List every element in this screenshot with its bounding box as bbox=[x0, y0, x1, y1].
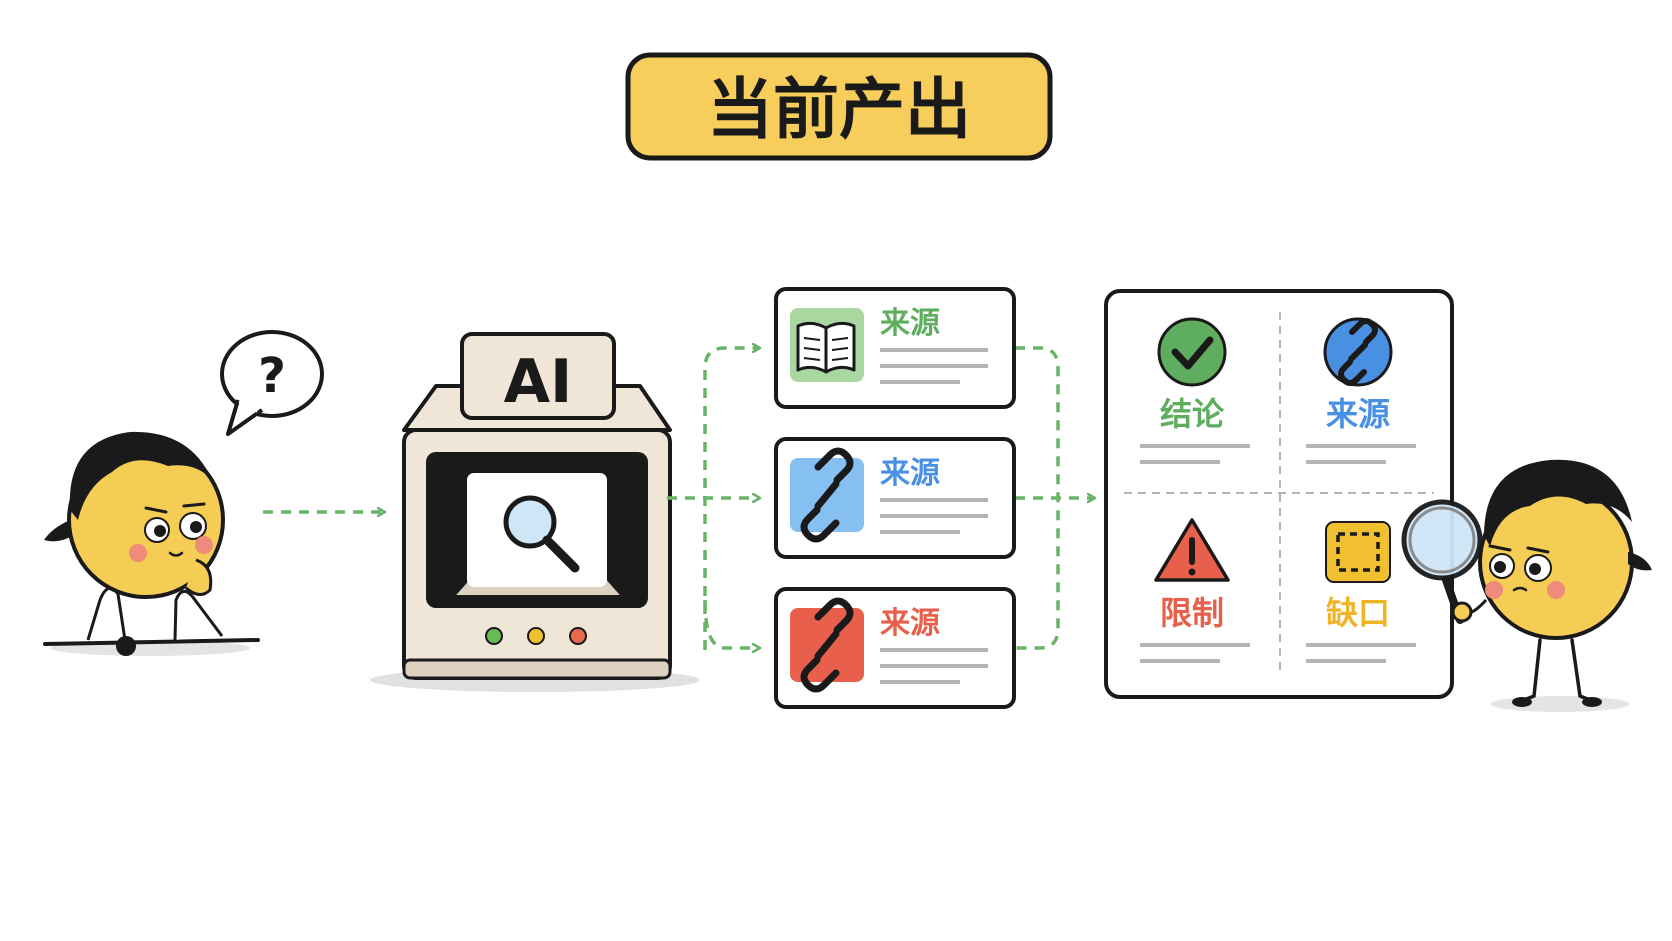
source-card: 来源 bbox=[774, 587, 1016, 709]
speech-bubble: ? bbox=[220, 330, 324, 436]
source-label: 来源 bbox=[880, 456, 940, 491]
ai-machine: AI bbox=[370, 332, 700, 692]
source-card: 来源 bbox=[774, 287, 1016, 409]
result-quadrant: 限制 bbox=[1140, 518, 1250, 663]
warning-icon bbox=[1154, 518, 1230, 582]
dashed-square-icon bbox=[1325, 521, 1391, 583]
book-icon bbox=[796, 321, 856, 374]
result-quadrant: 来源 bbox=[1306, 317, 1416, 464]
link-icon bbox=[1323, 317, 1393, 387]
ai-label-box bbox=[460, 332, 616, 420]
link-icon bbox=[800, 597, 854, 693]
source-label: 来源 bbox=[880, 306, 940, 341]
result-quadrant: 结论 bbox=[1140, 317, 1250, 464]
quadrant-label: 缺口 bbox=[1326, 594, 1390, 632]
yellow-light-icon bbox=[527, 627, 545, 645]
result-quadrant: 缺口 bbox=[1306, 521, 1416, 663]
checkmark-icon bbox=[1157, 317, 1227, 387]
page-title: 当前产出 bbox=[707, 71, 971, 148]
quadrant-label: 结论 bbox=[1160, 395, 1225, 433]
source-label: 来源 bbox=[880, 606, 940, 641]
magnifier-icon bbox=[503, 495, 580, 573]
source-card: 来源 bbox=[774, 437, 1016, 559]
branch-arrows bbox=[667, 348, 1094, 650]
quadrant-label: 来源 bbox=[1326, 395, 1390, 433]
quadrant-label: 限制 bbox=[1160, 594, 1224, 632]
link-icon bbox=[800, 447, 854, 543]
red-light-icon bbox=[569, 627, 587, 645]
inspecting-character bbox=[1401, 459, 1652, 712]
question-mark: ? bbox=[258, 348, 286, 404]
thinking-character bbox=[43, 431, 260, 656]
result-panel: 结论 来源 限制 bbox=[1104, 289, 1454, 699]
ai-label: AI bbox=[504, 347, 573, 417]
title-banner: 当前产出 bbox=[625, 52, 1053, 161]
magnifier-icon bbox=[1401, 499, 1483, 581]
green-light-icon bbox=[485, 627, 503, 645]
